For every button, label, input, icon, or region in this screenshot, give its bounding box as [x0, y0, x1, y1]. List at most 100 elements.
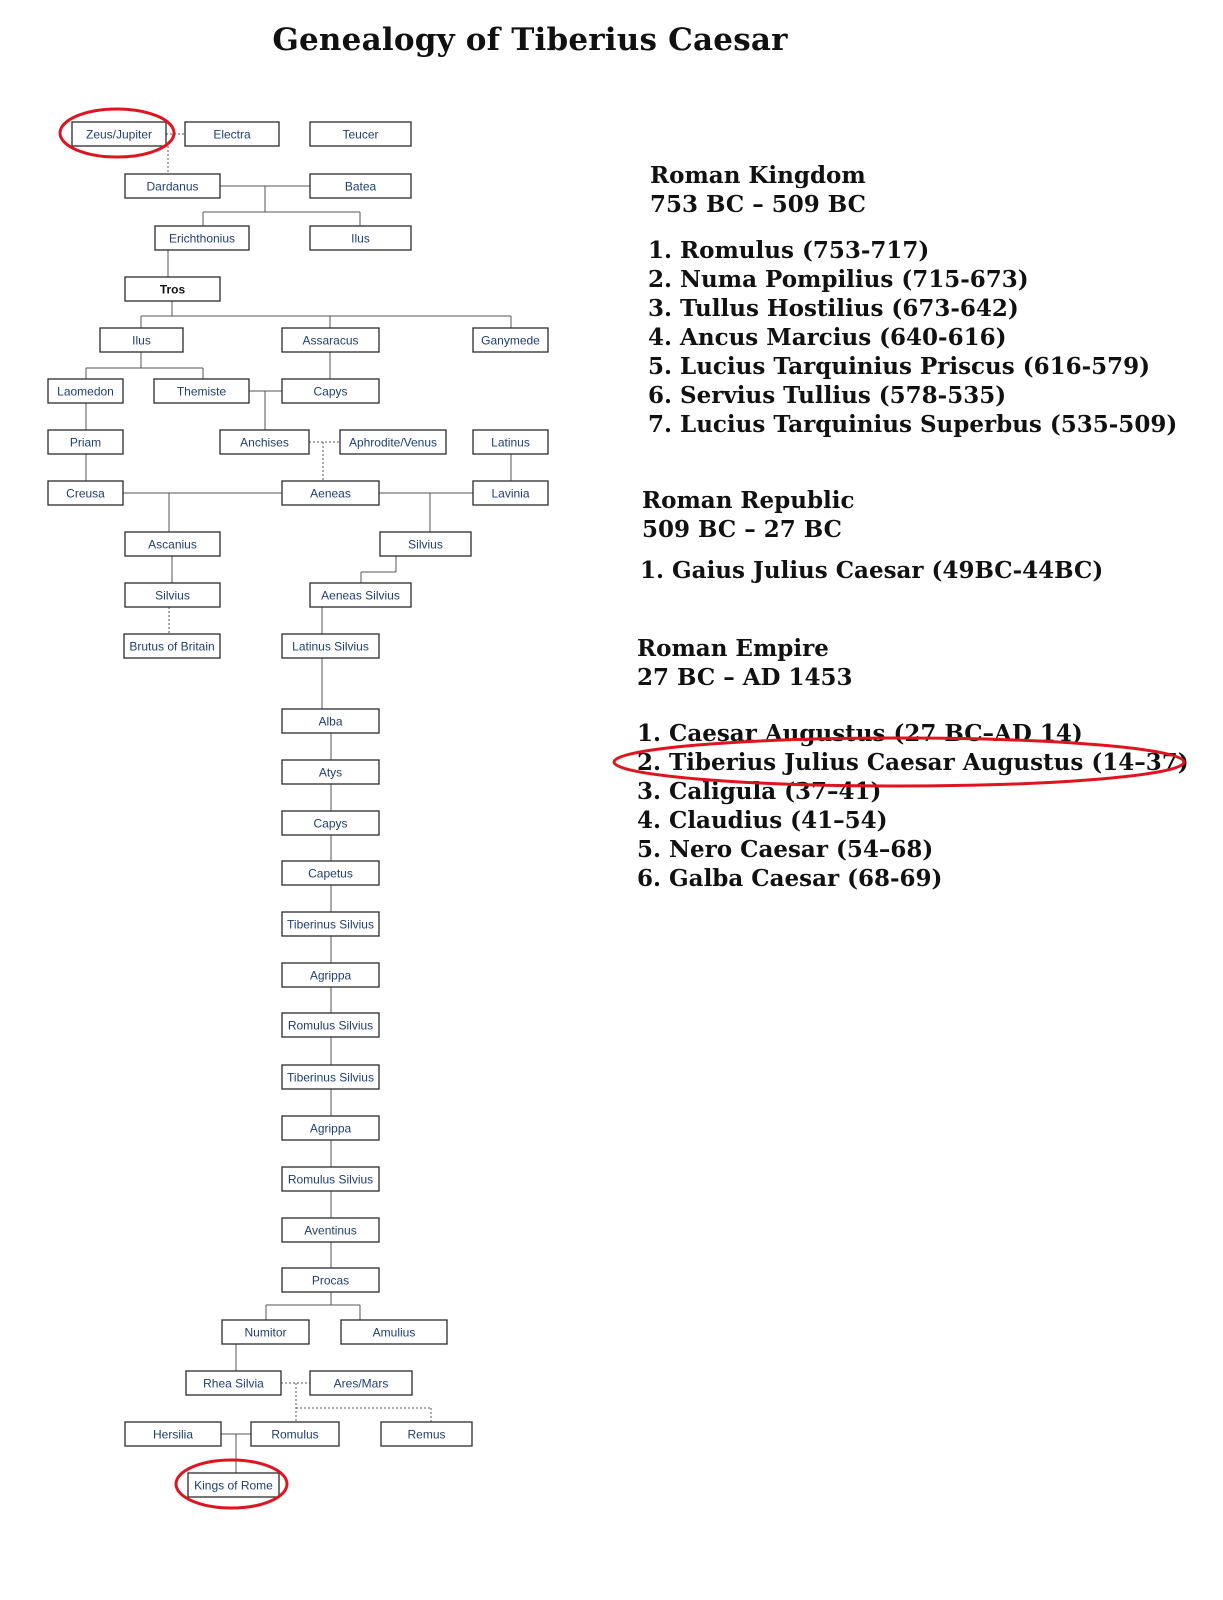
tree-node-aphrodite: Aphrodite/Venus: [339, 429, 447, 455]
tree-node-capys1: Capys: [281, 378, 380, 404]
tree-node-romulus-s1: Romulus Silvius: [281, 1012, 380, 1038]
tree-node-label: Aeneas: [310, 487, 351, 501]
tree-node-procas: Procas: [281, 1267, 380, 1293]
tree-node-label: Numitor: [244, 1326, 286, 1340]
tree-node-tiberinus2: Tiberinus Silvius: [281, 1064, 380, 1090]
tree-node-label: Lavinia: [491, 487, 529, 501]
tree-node-label: Amulius: [373, 1326, 416, 1340]
tree-node-priam: Priam: [47, 429, 124, 455]
tree-node-label: Brutus of Britain: [129, 640, 214, 654]
tree-node-electra: Electra: [184, 121, 280, 147]
tree-node-label: Rhea Silvia: [203, 1377, 264, 1391]
roman-republic-list: 1. Gaius Julius Caesar (49BC-44BC): [640, 556, 1103, 585]
tree-node-rhea: Rhea Silvia: [185, 1370, 282, 1396]
ruler-item-highlighted: 2. Tiberius Julius Caesar Augustus (14–3…: [637, 749, 1189, 776]
tree-node-label: Ganymede: [481, 334, 540, 348]
tree-node-label: Romulus: [271, 1428, 318, 1442]
tree-node-label: Creusa: [66, 487, 105, 501]
tree-node-label: Agrippa: [310, 1122, 352, 1136]
tree-node-label: Priam: [70, 436, 101, 450]
tree-node-anchises: Anchises: [219, 429, 310, 455]
tree-node-alba: Alba: [281, 708, 380, 734]
tree-node-romulus-s2: Romulus Silvius: [281, 1166, 380, 1192]
tree-node-label: Ascanius: [148, 538, 197, 552]
tree-node-label: Dardanus: [146, 180, 198, 194]
tree-node-label: Latinus Silvius: [292, 640, 369, 654]
tree-node-label: Aventinus: [304, 1224, 356, 1238]
tree-node-label: Assaracus: [302, 334, 358, 348]
tree-node-romulus: Romulus: [250, 1421, 340, 1447]
tree-node-creusa: Creusa: [47, 480, 124, 506]
tree-node-numitor: Numitor: [221, 1319, 310, 1345]
tree-node-aeneas: Aeneas: [281, 480, 380, 506]
roman-kingdom-section: Roman Kingdom 753 BC – 509 BC 1. Romulus…: [648, 161, 1177, 439]
ruler-item: 1. Romulus (753-717): [648, 237, 930, 264]
tree-node-erichthonius: Erichthonius: [154, 225, 250, 251]
tree-node-brutus: Brutus of Britain: [123, 633, 221, 659]
roman-kingdom-heading: Roman Kingdom: [650, 162, 866, 189]
tree-node-label: Tiberinus Silvius: [287, 1071, 374, 1085]
ruler-item: 3. Tullus Hostilius (673-642): [648, 295, 1019, 322]
tree-node-label: Alba: [318, 715, 342, 729]
tree-node-latinus: Latinus: [472, 429, 549, 455]
tree-node-label: Procas: [312, 1274, 349, 1288]
roman-republic-period: 509 BC – 27 BC: [642, 516, 842, 543]
tree-node-kings: Kings of Rome: [187, 1472, 280, 1498]
tree-node-label: Laomedon: [57, 385, 114, 399]
tree-node-remus: Remus: [380, 1421, 473, 1447]
ruler-item: 4. Claudius (41–54): [637, 807, 888, 834]
highlight-ellipse-zeus: [58, 107, 176, 159]
tree-node-label: Zeus/Jupiter: [86, 128, 152, 142]
tree-node-ilus1: Ilus: [309, 225, 412, 251]
roman-empire-heading: Roman Empire: [637, 635, 829, 662]
tree-node-label: Remus: [407, 1428, 445, 1442]
tree-node-hersilia: Hersilia: [124, 1421, 222, 1447]
ruler-item: 6. Servius Tullius (578-535): [648, 382, 1007, 409]
tree-node-aeneas-silvius: Aeneas Silvius: [309, 582, 412, 608]
tree-node-label: Romulus Silvius: [288, 1173, 373, 1187]
tree-node-silvius1: Silvius: [124, 582, 221, 608]
tree-node-lavinia: Lavinia: [472, 480, 549, 506]
ruler-item: 4. Ancus Marcius (640-616): [648, 324, 1007, 351]
tree-node-label: Hersilia: [153, 1428, 193, 1442]
tree-node-aventinus: Aventinus: [281, 1217, 380, 1243]
tree-node-label: Tiberinus Silvius: [287, 918, 374, 932]
tree-node-amulius: Amulius: [340, 1319, 448, 1345]
highlight-ellipse-kings: [174, 1458, 289, 1510]
tree-node-label: Silvius: [408, 538, 443, 552]
tree-node-capys2: Capys: [281, 810, 380, 836]
tree-node-teucer: Teucer: [309, 121, 412, 147]
tree-node-label: Erichthonius: [169, 232, 235, 246]
roman-republic-section: Roman Republic 509 BC – 27 BC 1. Gaius J…: [640, 486, 1103, 585]
tree-node-ares: Ares/Mars: [309, 1370, 413, 1396]
tree-node-label: Tros: [160, 283, 186, 297]
roman-republic-heading: Roman Republic: [642, 487, 855, 514]
tree-node-dardanus: Dardanus: [124, 173, 221, 199]
tree-node-assaracus: Assaracus: [281, 327, 380, 353]
tree-node-batea: Batea: [309, 173, 412, 199]
roman-empire-period: 27 BC – AD 1453: [637, 664, 853, 691]
tree-node-label: Anchises: [240, 436, 289, 450]
roman-kingdom-period: 753 BC – 509 BC: [650, 191, 866, 218]
tree-node-agrippa2: Agrippa: [281, 1115, 380, 1141]
tree-node-ganymede: Ganymede: [472, 327, 549, 353]
tree-node-label: Themiste: [177, 385, 227, 399]
tree-node-tiberinus1: Tiberinus Silvius: [281, 911, 380, 937]
tree-node-capetus: Capetus: [281, 860, 380, 886]
tree-node-label: Agrippa: [310, 969, 352, 983]
tree-node-laomedon: Laomedon: [47, 378, 124, 404]
ruler-item: 2. Numa Pompilius (715-673): [648, 266, 1029, 293]
tree-node-latinus-silvius: Latinus Silvius: [281, 633, 380, 659]
ruler-item: 7. Lucius Tarquinius Superbus (535-509): [648, 411, 1178, 438]
tree-node-label: Silvius: [155, 589, 190, 603]
ruler-item: 5. Lucius Tarquinius Priscus (616-579): [648, 353, 1151, 380]
tree-node-label: Romulus Silvius: [288, 1019, 373, 1033]
tree-node-agrippa1: Agrippa: [281, 962, 380, 988]
ruler-item: 6. Galba Caesar (68-69): [637, 865, 943, 892]
tree-node-label: Ares/Mars: [334, 1377, 389, 1391]
tree-node-label: Ilus: [351, 232, 370, 246]
tree-node-label: Latinus: [491, 436, 530, 450]
roman-kingdom-list: 1. Romulus (753-717) 2. Numa Pompilius (…: [648, 236, 1177, 439]
tree-node-themiste: Themiste: [153, 378, 250, 404]
